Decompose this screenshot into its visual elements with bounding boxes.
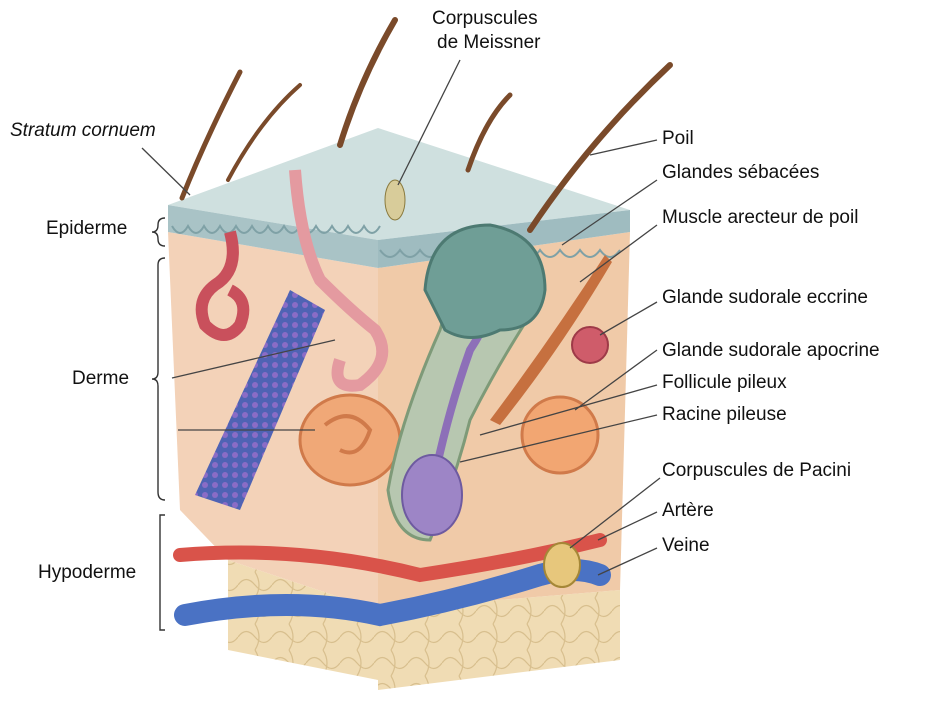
label-racine-pileuse: Racine pileuse (662, 404, 787, 426)
label-muscle-arecteur: Muscle arecteur de poil (662, 207, 858, 229)
label-glandes-sebacees: Glandes sébacées (662, 162, 819, 184)
label-glande-eccrine: Glande sudorale eccrine (662, 287, 868, 309)
label-poil: Poil (662, 128, 694, 150)
label-glande-apocrine: Glande sudorale apocrine (662, 340, 880, 362)
label-follicule-pileux: Follicule pileux (662, 372, 787, 394)
label-hypoderme: Hypoderme (38, 562, 136, 584)
region-brackets (152, 218, 165, 630)
label-epiderme: Epiderme (46, 218, 127, 240)
label-artere: Artère (662, 500, 714, 522)
label-meissner-1: Corpuscules (432, 8, 538, 30)
meissner-corpuscle (385, 180, 405, 220)
label-derme: Derme (72, 368, 129, 390)
apocrine-coil-left (300, 395, 400, 485)
label-veine: Veine (662, 535, 710, 557)
label-meissner-2: de Meissner (437, 32, 541, 54)
eccrine-gland-right (572, 327, 608, 363)
sebaceous-gland (425, 225, 545, 338)
apocrine-gland-right (522, 397, 598, 473)
pacini-corpuscle (544, 543, 580, 587)
label-corpuscules-pacini: Corpuscules de Pacini (662, 460, 851, 482)
label-stratum-cornuem: Stratum cornuem (10, 120, 156, 142)
